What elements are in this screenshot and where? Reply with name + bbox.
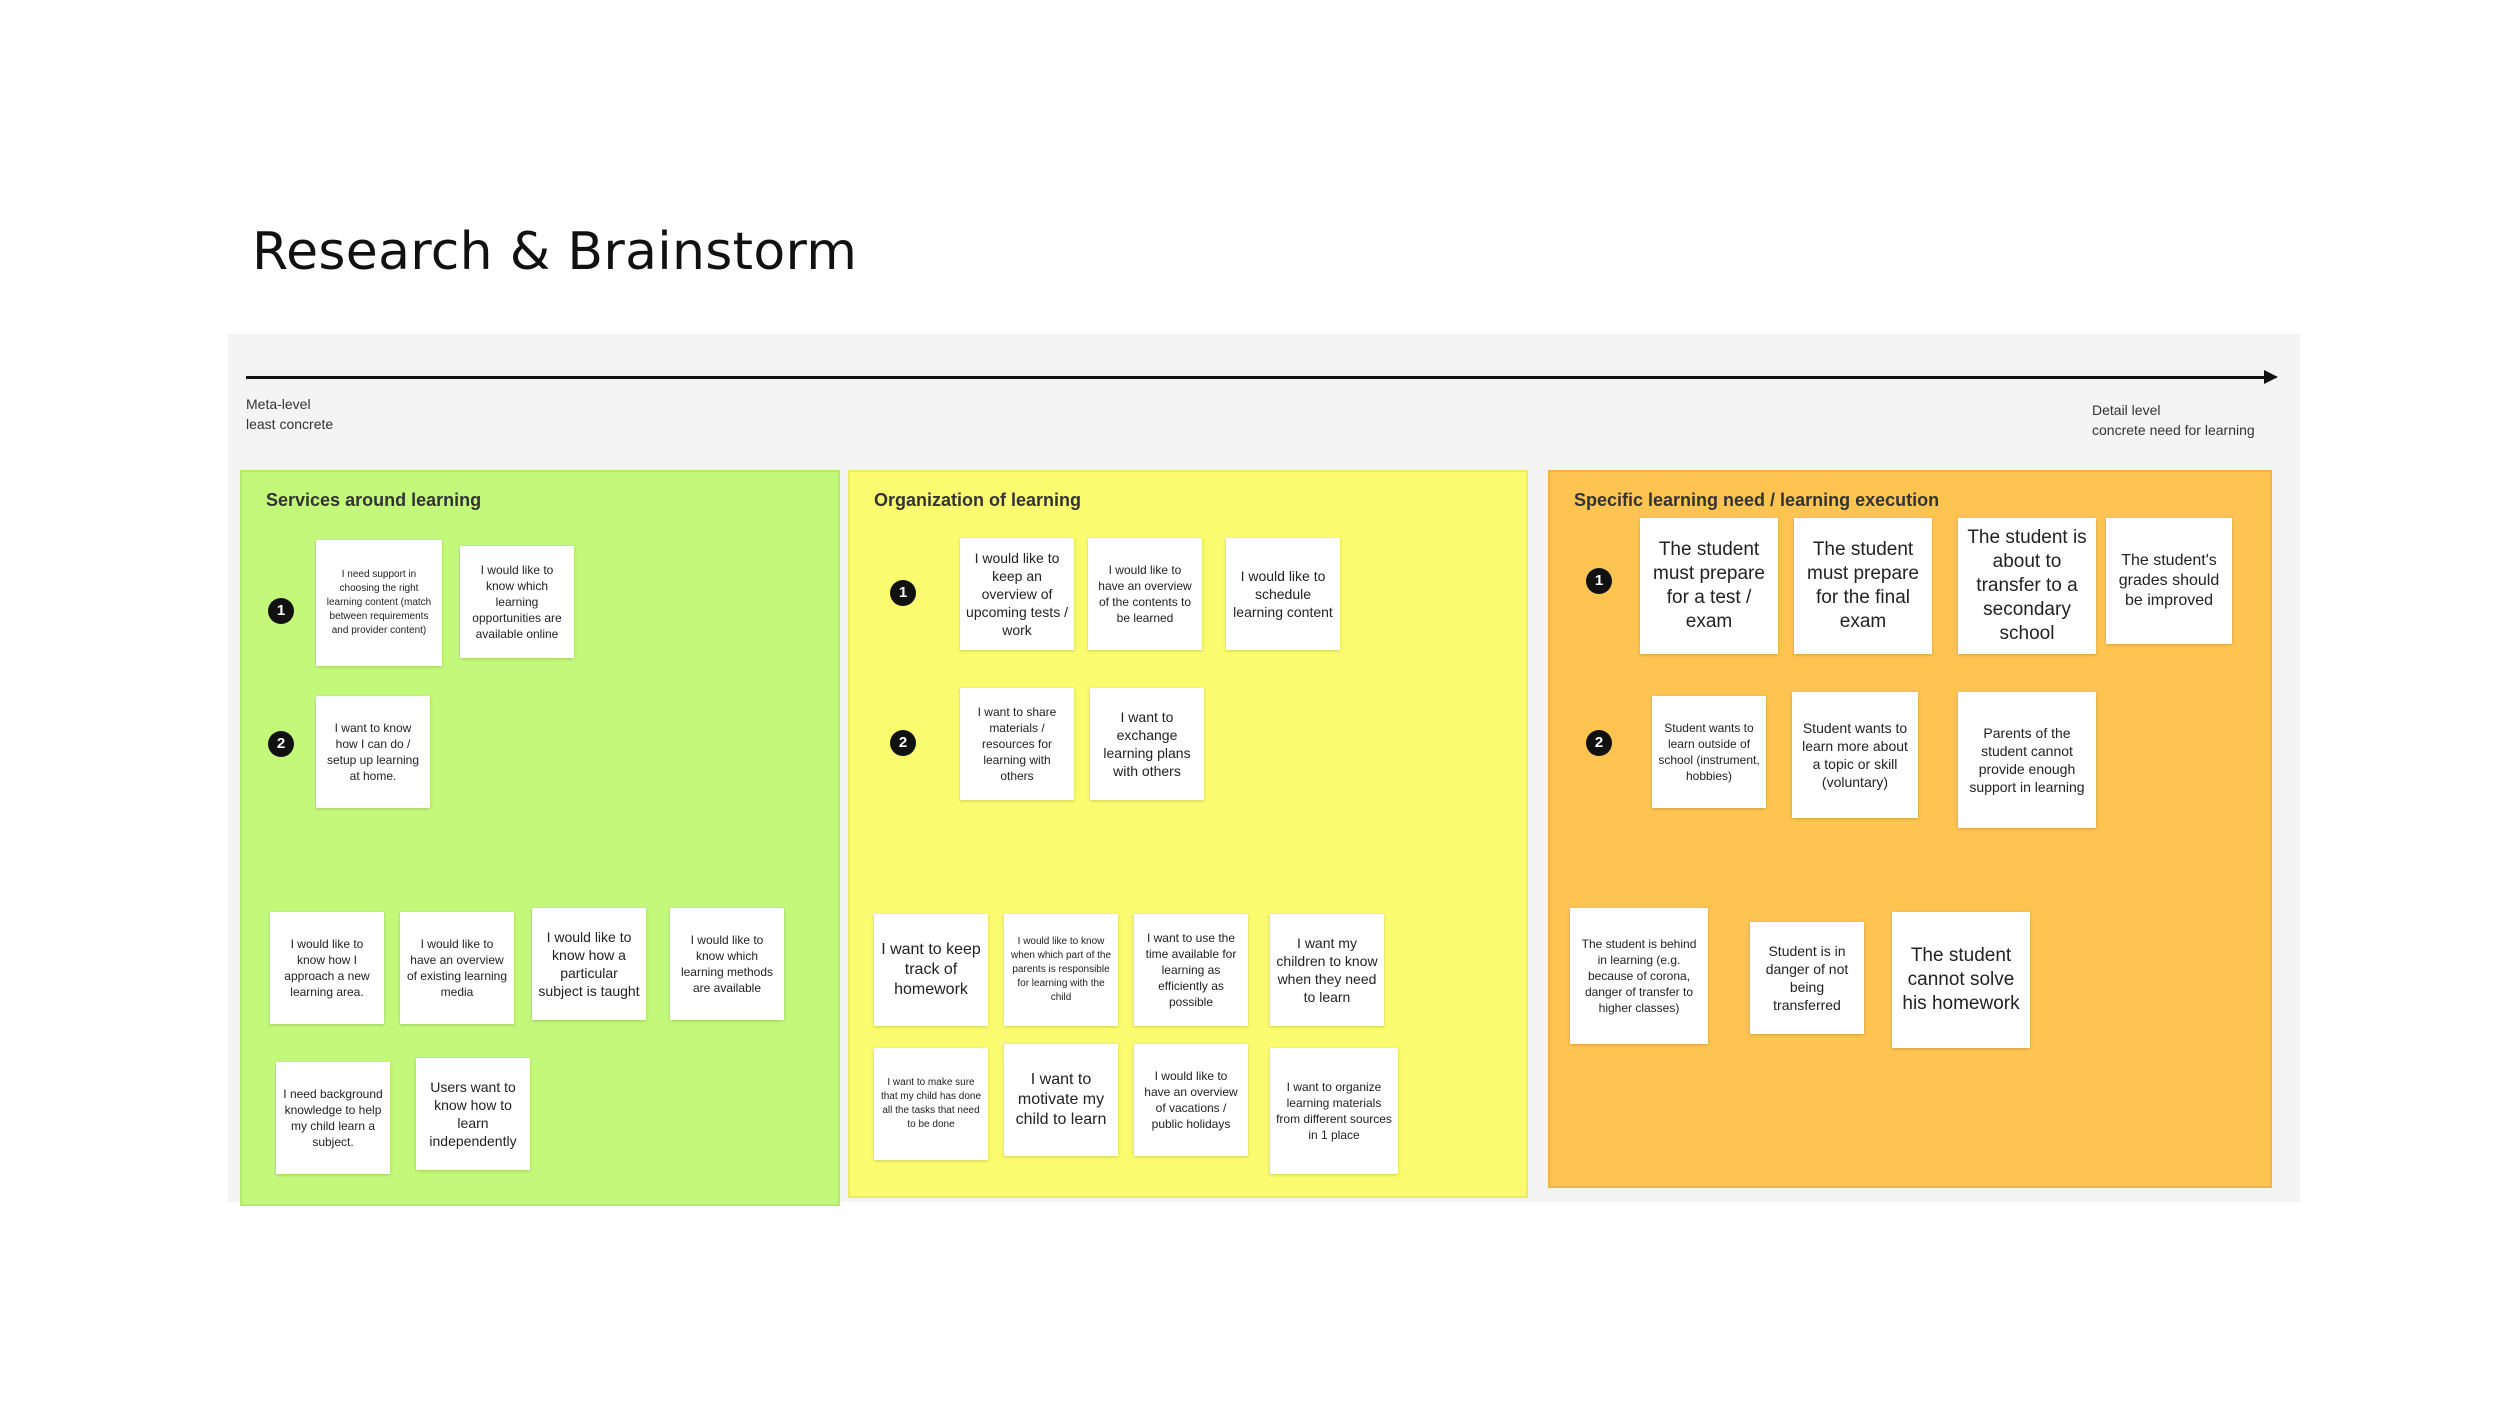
sticky-note-text: I want to share materials / resources fo… [977,705,1057,783]
sticky-note[interactable]: I need background knowledge to help my c… [276,1062,390,1174]
sticky-note[interactable]: The student must prepare for the final e… [1794,518,1932,654]
sticky-note[interactable]: I would like to know which learning meth… [670,908,784,1020]
sticky-note[interactable]: The student's grades should be improved [2106,518,2232,644]
arrow-right-icon [2264,370,2278,384]
sticky-note-text: I want to exchange learning plans with o… [1103,709,1191,779]
sticky-note[interactable]: I want my children to know when they nee… [1270,914,1384,1026]
sticky-note-text: I would like to schedule learning conten… [1233,568,1333,620]
sticky-note[interactable]: The student is behind in learning (e.g. … [1570,908,1708,1044]
sticky-note[interactable]: Parents of the student cannot provide en… [1958,692,2096,828]
sticky-note[interactable]: I want to share materials / resources fo… [960,688,1074,800]
sticky-note-text: Student is in danger of not being transf… [1765,943,1849,1013]
sticky-note-text: I want to know how I can do / setup up l… [326,721,420,783]
sticky-note[interactable]: Student wants to learn more about a topi… [1792,692,1918,818]
axis-label-line: Detail level [2092,402,2161,418]
sticky-note[interactable]: I want to exchange learning plans with o… [1090,688,1204,800]
sticky-note-text: I would like to know which learning oppo… [472,563,562,641]
sticky-note[interactable]: I would like to know which learning oppo… [460,546,574,658]
sticky-note[interactable]: I want to know how I can do / setup up l… [316,696,430,808]
sticky-note[interactable]: I want to make sure that my child has do… [874,1048,988,1160]
cluster-organization-of-learning[interactable]: Organization of learning 1 2 I would lik… [848,470,1528,1198]
cluster-title: Organization of learning [874,490,1082,510]
number-badge-2: 2 [890,730,916,756]
cluster-services-around-learning[interactable]: Services around learning 1 2 I need supp… [240,470,840,1206]
sticky-note[interactable]: I would like to schedule learning conten… [1226,538,1340,650]
sticky-note-text: I want to motivate my child to learn [1015,1071,1107,1128]
sticky-note-text: The student must prepare for a test / ex… [1653,539,1765,632]
cluster-title: Specific learning need / learning execut… [1574,490,1940,510]
sticky-note[interactable]: I need support in choosing the right lea… [316,540,442,666]
sticky-note-text: I would like to have an overview of the … [1098,563,1192,625]
sticky-note-text: I want to organize learning materials fr… [1276,1080,1392,1142]
sticky-note[interactable]: I would like to have an overview of vaca… [1134,1044,1248,1156]
sticky-note[interactable]: I want to organize learning materials fr… [1270,1048,1398,1174]
sticky-note[interactable]: I would like to keep an overview of upco… [960,538,1074,650]
sticky-note[interactable]: I would like to know how a particular su… [532,908,646,1020]
number-badge-1: 1 [268,598,294,624]
sticky-note[interactable]: Users want to know how to learn independ… [416,1058,530,1170]
sticky-note-text: Users want to know how to learn independ… [429,1079,517,1149]
sticky-note[interactable]: I want to keep track of homework [874,914,988,1026]
sticky-note-text: I need background knowledge to help my c… [283,1087,383,1149]
number-badge-2: 2 [268,731,294,757]
sticky-note-text: The student is about to transfer to a se… [1967,527,2087,644]
sticky-note[interactable]: I would like to know how I approach a ne… [270,912,384,1024]
axis-label-line: concrete need for learning [2092,422,2255,438]
axis-label-line: Meta-level [246,396,311,412]
sticky-note-text: I would like to know how a particular su… [538,929,640,999]
axis-line [246,376,2266,379]
sticky-note[interactable]: Student wants to learn outside of school… [1652,696,1766,808]
sticky-note-text: I would like to know when which part of … [1010,936,1112,1003]
number-badge-1: 1 [890,580,916,606]
cluster-title: Services around learning [266,490,482,510]
sticky-note[interactable]: I would like to know when which part of … [1004,914,1118,1026]
sticky-note[interactable]: Student is in danger of not being transf… [1750,922,1864,1034]
sticky-note-text: Parents of the student cannot provide en… [1969,725,2085,795]
sticky-note[interactable]: I would like to have an overview of the … [1088,538,1202,650]
sticky-note-text: I want to make sure that my child has do… [880,1077,982,1130]
sticky-note[interactable]: I want to use the time available for lea… [1134,914,1248,1026]
sticky-note-text: I would like to have an overview of vaca… [1144,1069,1238,1131]
sticky-note[interactable]: The student must prepare for a test / ex… [1640,518,1778,654]
sticky-note-text: I would like to have an overview of exis… [406,937,508,999]
sticky-note-text: I need support in choosing the right lea… [326,569,432,636]
sticky-note-text: I would like to know how I approach a ne… [284,937,370,999]
sticky-note[interactable]: The student is about to transfer to a se… [1958,518,2096,654]
axis-label-meta-level: Meta-level least concrete [246,394,333,434]
sticky-note-text: I would like to know which learning meth… [680,933,774,995]
sticky-note-text: I want to keep track of homework [881,941,981,998]
cluster-specific-learning-need[interactable]: Specific learning need / learning execut… [1548,470,2272,1188]
sticky-note-text: I want my children to know when they nee… [1276,935,1378,1005]
sticky-note[interactable]: I would like to have an overview of exis… [400,912,514,1024]
sticky-note[interactable]: I want to motivate my child to learn [1004,1044,1118,1156]
sticky-note-text: I would like to keep an overview of upco… [966,550,1068,638]
sticky-note-text: The student cannot solve his homework [1902,945,2020,1014]
sticky-note-text: The student must prepare for the final e… [1807,539,1919,632]
brainstorm-board[interactable]: Meta-level least concrete Detail level c… [228,334,2300,1206]
sticky-note-text: Student wants to learn outside of school… [1658,721,1760,783]
page-title: Research & Brainstorm [252,222,858,282]
axis-label-detail-level: Detail level concrete need for learning [2092,400,2255,440]
axis-label-line: least concrete [246,416,334,432]
sticky-note-text: Student wants to learn more about a topi… [1802,720,1908,790]
sticky-note[interactable]: The student cannot solve his homework [1892,912,2030,1048]
number-badge-2: 2 [1586,730,1612,756]
sticky-note-text: The student's grades should be improved [2118,552,2220,609]
sticky-note-text: The student is behind in learning (e.g. … [1581,937,1697,1015]
sticky-note-text: I want to use the time available for lea… [1145,931,1237,1009]
number-badge-1: 1 [1586,568,1612,594]
